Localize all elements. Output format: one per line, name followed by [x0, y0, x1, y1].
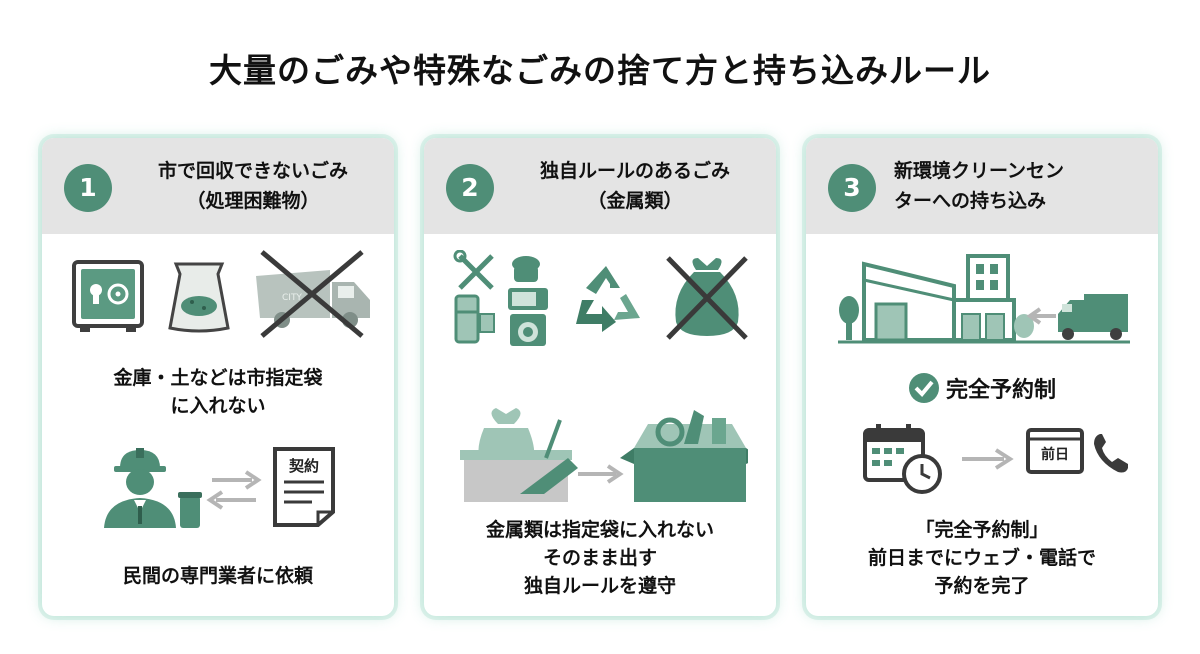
instruction-line: 金属類は指定袋に入れない	[485, 519, 714, 541]
instruction-line: そのまま出す	[542, 547, 657, 569]
metal-items-icon	[453, 250, 548, 346]
step-number-badge: 3	[828, 164, 876, 212]
instruction-line: 金庫・土などは市指定袋	[113, 367, 323, 389]
recycle-icon	[576, 266, 640, 332]
garbage-bag-crossed-icon	[666, 256, 748, 340]
web-icon: 前日	[1026, 428, 1084, 474]
step-number-badge: 2	[446, 164, 494, 212]
card-header: 2 独自ルールのあるごみ （金属類）	[424, 138, 776, 234]
check-circle-icon	[908, 373, 939, 403]
card-title: 独自ルールのあるごみ （金属類）	[502, 156, 768, 216]
instruction-text: 金属類は指定袋に入れない そのまま出す 独自ルールを遵守	[424, 516, 776, 600]
card-title-line: ターへの持ち込み	[894, 190, 1047, 212]
facility-building-icon	[838, 254, 1130, 344]
card-body: CITY 金庫・土などは市指定袋 に入れない	[42, 234, 394, 616]
card-header: 3 新環境クリーンセン ターへの持ち込み	[806, 138, 1158, 234]
card-body: 金属類は指定袋に入れない そのまま出す 独自ルールを遵守	[424, 234, 776, 616]
card-title-line: （処理困難物）	[186, 190, 320, 212]
card-title: 新環境クリーンセン ターへの持ち込み	[884, 156, 1150, 216]
card-title-line: 新環境クリーンセン	[894, 160, 1065, 182]
card-header: 1 市で回収できないごみ （処理困難物）	[42, 138, 394, 234]
arrow-right-icon	[962, 448, 1014, 470]
svg-text:CITY: CITY	[282, 293, 302, 303]
contract-document-icon: 契約	[272, 446, 336, 528]
card-title-line: （金属類）	[587, 190, 683, 212]
instruction-line: に入れない	[170, 395, 266, 417]
card-difficult-waste: 1 市で回収できないごみ （処理困難物）	[42, 138, 394, 616]
instruction-line: 「完全予約制」	[915, 519, 1049, 541]
safe-icon	[72, 260, 144, 332]
card-metal-waste: 2 独自ルールのあるごみ （金属類）	[424, 138, 776, 616]
soil-bag-icon	[168, 262, 230, 333]
card-clean-center: 3 新環境クリーンセン ターへの持ち込み	[806, 138, 1158, 616]
contract-label: 契約	[288, 457, 319, 475]
card-title: 市で回収できないごみ （処理困難物）	[120, 156, 386, 216]
instruction-line: 前日までにウェブ・電話で	[867, 547, 1096, 569]
step-number-badge: 1	[64, 164, 112, 212]
reservation-check: 完全予約制	[806, 372, 1158, 404]
card-title-line: 市で回収できないごみ	[157, 160, 348, 182]
instruction-line: 独自ルールを遵守	[523, 575, 676, 597]
exchange-arrows-icon	[206, 470, 262, 510]
phone-icon	[1094, 434, 1128, 473]
calendar-clock-icon	[863, 424, 942, 494]
card-title-line: 独自ルールのあるごみ	[539, 160, 730, 182]
page-title: 大量のごみや特殊なごみの捨て方と持ち込みルール	[209, 51, 991, 90]
garbage-truck-crossed-icon: CITY	[256, 250, 370, 338]
worker-icon	[104, 448, 202, 528]
bag-to-box-icon	[460, 408, 748, 502]
reservation-label: 完全予約制	[945, 378, 1056, 403]
instruction-text: 金庫・土などは市指定袋 に入れない	[42, 364, 394, 420]
prev-day-label: 前日	[1041, 447, 1069, 463]
instruction-text: 「完全予約制」 前日までにウェブ・電話で 予約を完了	[806, 516, 1158, 600]
instruction-text: 民間の専門業者に依頼	[122, 565, 313, 587]
instruction-line: 予約を完了	[934, 575, 1030, 597]
card-body: 完全予約制 前日	[806, 234, 1158, 616]
